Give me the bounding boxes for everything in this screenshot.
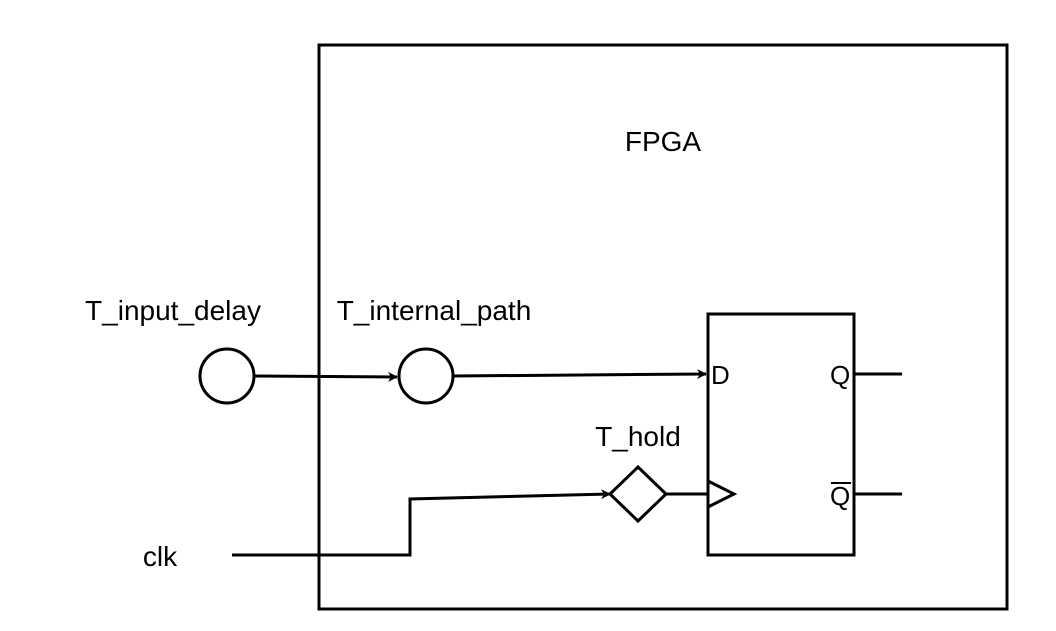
hold-label: T_hold [595, 421, 681, 452]
hold-node [607, 464, 669, 524]
input-delay-label: T_input_delay [85, 295, 261, 326]
wire-clk-to-hold [232, 489, 611, 557]
pin-q-bar-label: Q [830, 481, 850, 511]
pin-q-label: Q [830, 360, 850, 390]
clk-label: clk [143, 541, 178, 572]
wire-internal-path-to-d-pin [452, 369, 707, 380]
internal-path-label: T_internal_path [337, 295, 532, 326]
flip-flop [706, 312, 856, 557]
internal-path-node [397, 347, 455, 405]
fpga-label: FPGA [625, 126, 702, 157]
wire-input-delay-to-internal-path [254, 371, 398, 382]
fpga-boundary [317, 43, 1009, 611]
pin-d-label: D [711, 360, 730, 390]
input-delay-node [198, 347, 256, 405]
clock-pin-triangle [707, 479, 738, 509]
